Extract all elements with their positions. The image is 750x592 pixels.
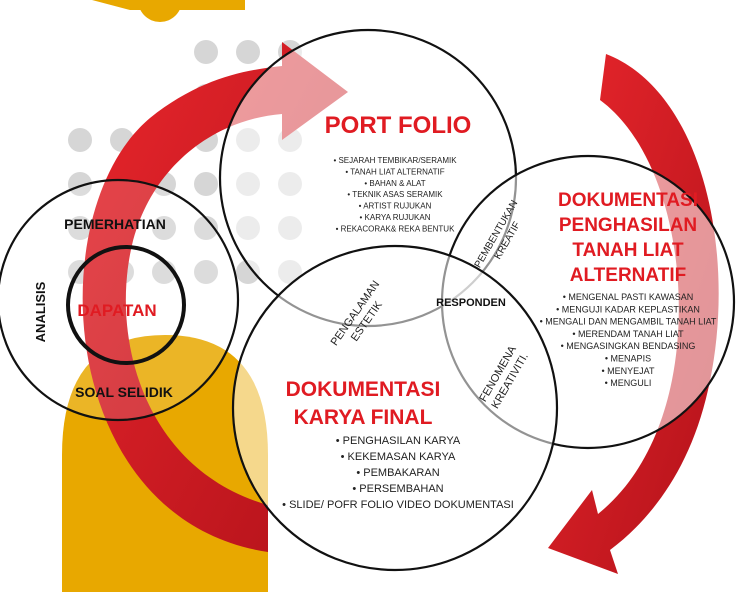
decor-dot [152,216,176,240]
penghasilan-item: • MENGASINGKAN BENDASING [561,341,696,351]
decor-dot [68,216,92,240]
karya-item: • KEKEMASAN KARYA [341,451,456,463]
decor-dot [68,128,92,152]
penghasilan-item: • MENGUJI KADAR KEPLASTIKAN [556,304,700,314]
portfolio-item: • SEJARAH TEMBIKAR/SERAMIK [333,156,457,165]
penghasilan-item: • MENYEJAT [602,366,655,376]
decor-dot [68,172,92,196]
analisis-label: ANALISIS [33,281,48,342]
karya-final-item-list: • PENGHASILAN KARYA • KEKEMASAN KARYA • PE… [282,435,514,511]
portfolio-title: PORT FOLIO [325,112,472,139]
karya-final-circle [231,244,559,572]
decor-dot [236,40,260,64]
dapatan-inner-circle [66,245,186,365]
portfolio-item: • REKACORAK& REKA BENTUK [336,224,455,233]
decor-dot [194,216,218,240]
karya-title-line: KARYA FINAL [294,406,433,429]
penghasilan-title-line: DOKUMENTASI [558,190,698,211]
penghasilan-title-line: PENGHASILAN [559,215,697,236]
karya-item: • PENGHASILAN KARYA [336,435,461,447]
penghasilan-item: • MENGULI [605,378,652,388]
portfolio-item: • KARYA RUJUKAN [360,213,431,222]
portfolio-item: • BAHAN & ALAT [364,179,425,188]
penghasilan-item: • MENGENAL PASTI KAWASAN [563,292,694,302]
portfolio-item: • ARTIST RUJUKAN [359,202,432,211]
portfolio-item: • TANAH LIAT ALTERNATIF [345,167,444,176]
left-curved-arrow [82,42,348,552]
responden-label: RESPONDEN [436,297,506,309]
penghasilan-item: • MENAPIS [605,354,651,364]
decor-dot [194,40,218,64]
karya-title-line: DOKUMENTASI [286,378,441,401]
karya-item: • PEMBAKARAN [356,467,439,479]
penghasilan-item: • MENGALI DAN MENGAMBIL TANAH LIAT [540,317,717,327]
karya-item: • SLIDE/ POFR FOLIO VIDEO DOKUMENTASI [282,499,514,511]
soal-selidik-label: SOAL SELIDIK [75,384,173,400]
karya-final-title: DOKUMENTASI KARYA FINAL [286,378,441,429]
karya-item: • PERSEMBAHAN [352,483,443,495]
penghasilan-item-list: • MENGENAL PASTI KAWASAN • MENGUJI KADAR … [540,292,717,388]
penghasilan-item: • MERENDAM TANAH LIAT [572,329,684,339]
dapatan-label: DAPATAN [77,301,156,320]
right-curved-arrow [548,54,719,574]
left-outer-circle [0,178,240,422]
penghasilan-title: DOKUMENTASI PENGHASILAN TANAH LIAT ALTERNAT… [558,190,698,286]
decor-dot [194,260,218,284]
penghasilan-title-line: TANAH LIAT [572,240,684,261]
portfolio-item: • TEKNIK ASAS SERAMIK [347,190,443,199]
penghasilan-title-line: ALTERNATIF [570,265,686,286]
decor-dot [194,172,218,196]
pemerhatian-label: PEMERHATIAN [64,216,166,232]
mustard-top-circle [138,0,182,22]
portfolio-item-list: • SEJARAH TEMBIKAR/SERAMIK • TANAH LIAT A… [333,156,457,233]
